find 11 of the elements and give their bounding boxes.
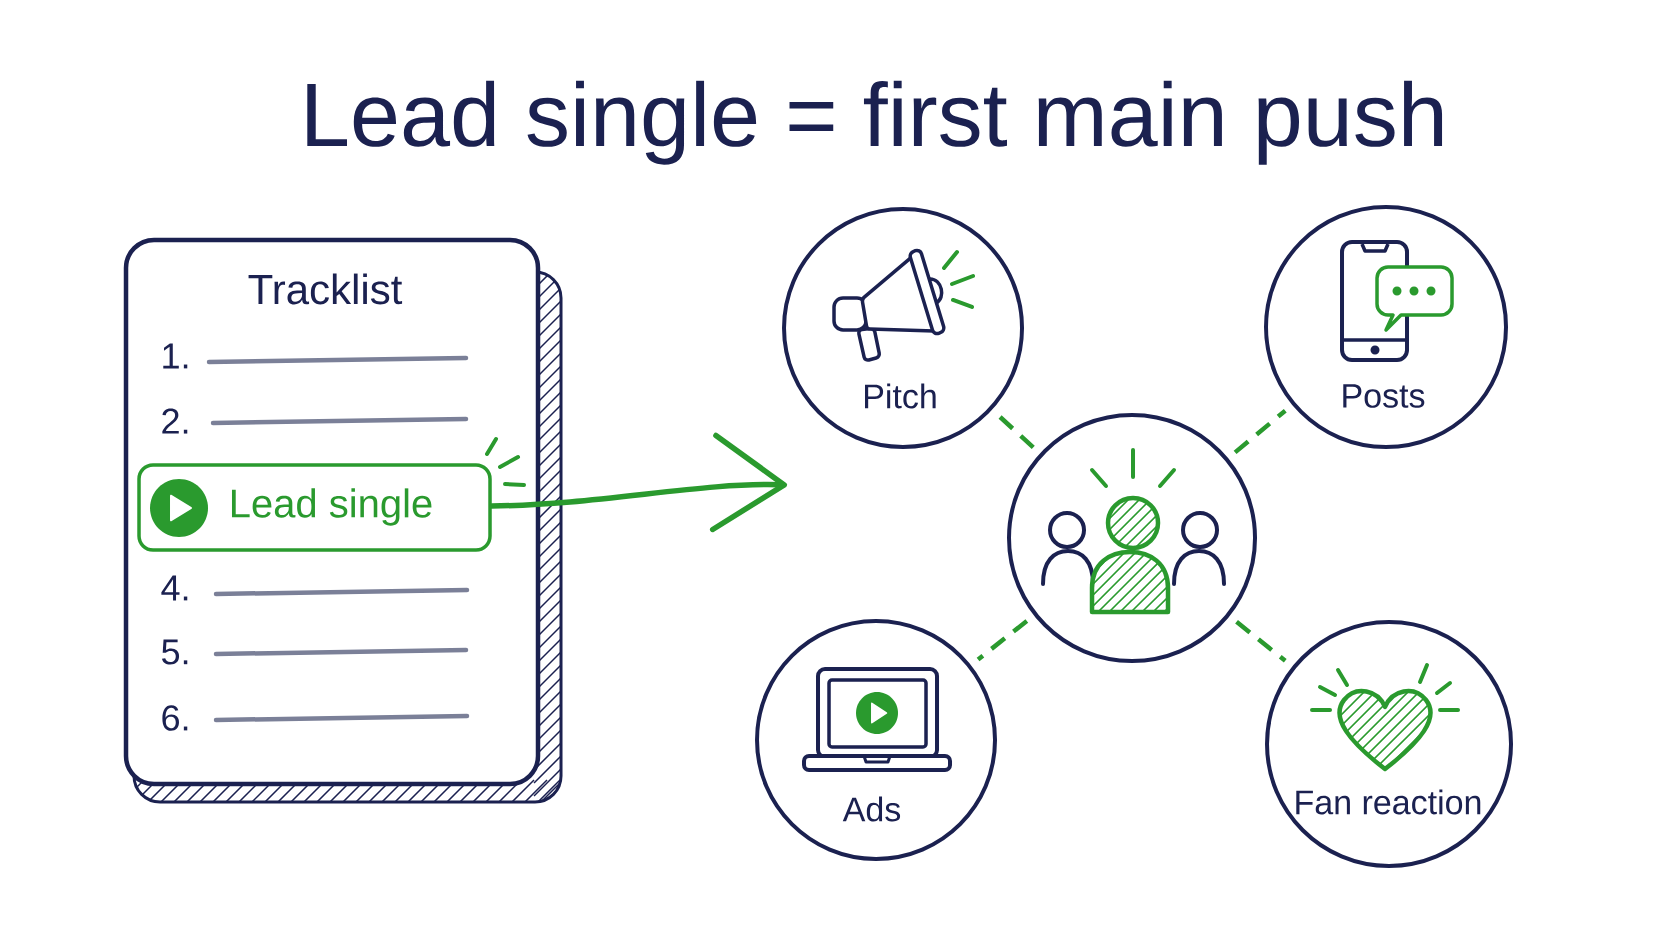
circle-node: Fan reaction	[1265, 620, 1513, 868]
dashed-connector	[1233, 408, 1287, 455]
track-number: 5.	[162, 639, 188, 665]
track-number: 6.	[162, 705, 188, 731]
track-number: 1.	[163, 343, 188, 369]
dashed-connector	[1235, 620, 1287, 663]
arrow	[489, 432, 787, 533]
dashed-connector	[997, 414, 1035, 450]
highlight-box: Lead single	[137, 463, 492, 552]
title: Lead single = first main push	[307, 80, 1443, 165]
dashed-connector	[976, 619, 1029, 662]
